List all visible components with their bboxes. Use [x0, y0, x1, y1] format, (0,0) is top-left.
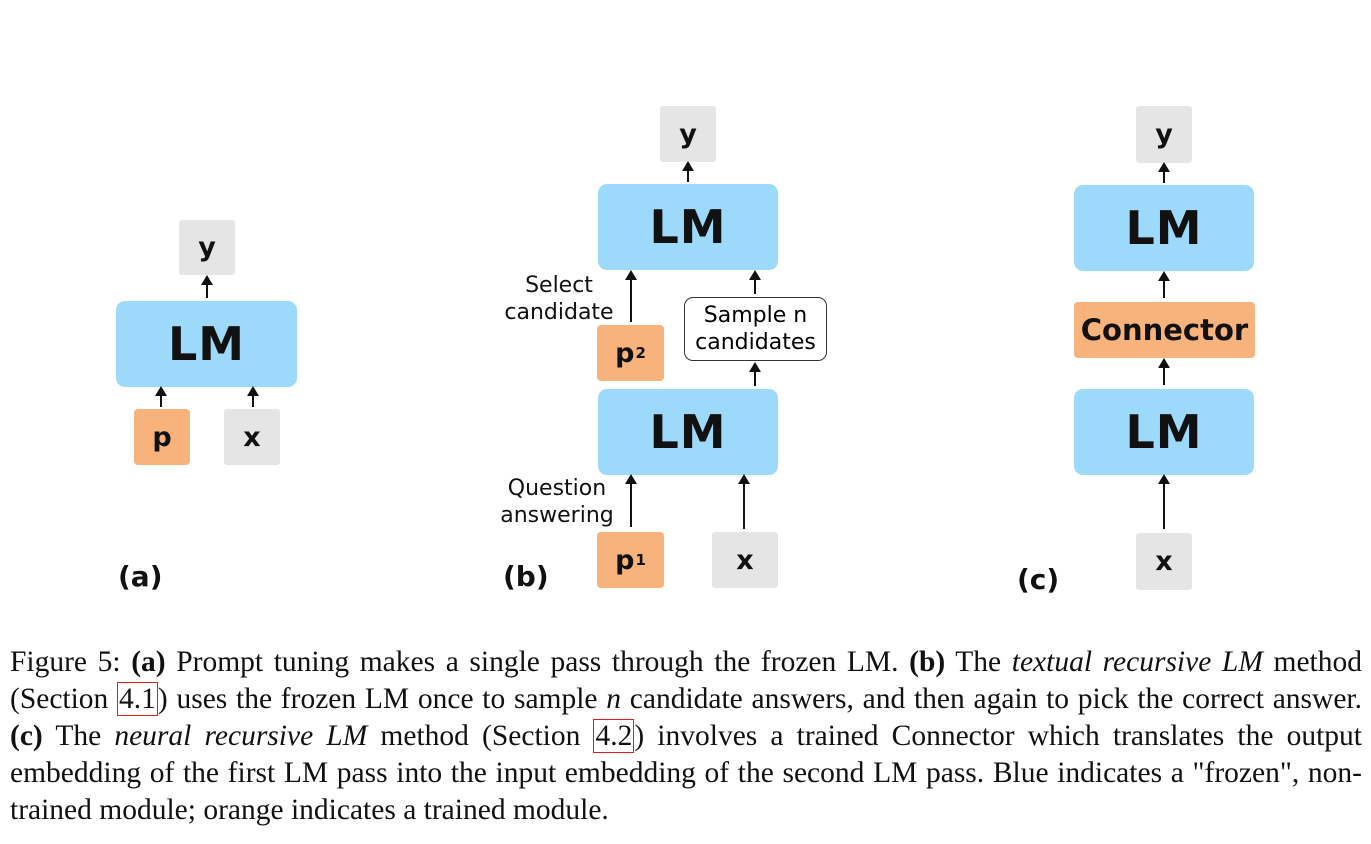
panel-b-arrow-x-to-lm	[738, 474, 750, 529]
panel-c-input-x: x	[1136, 533, 1192, 590]
panel-b-sample-candidates-box: Sample n candidates	[684, 297, 827, 361]
figure-diagram: y LM p x (a) y LM Select candidate Sampl…	[116, 106, 1255, 596]
p2-subscript: 2	[635, 344, 646, 362]
panel-b-arrow-lm-to-y	[682, 161, 694, 182]
panel-b-arrow-p1-to-lm	[625, 474, 637, 527]
panel-c-lm-bottom-box: LM	[1074, 389, 1254, 475]
panel-a-arrow-lm-to-y	[201, 275, 213, 298]
caption-b-text3: ) uses the frozen LM once to sample	[157, 683, 607, 715]
caption-c-italic: neural recursive LM	[114, 720, 368, 752]
panel-c-arrow-lm-to-y	[1158, 162, 1170, 183]
panel-c-lm-top-box: LM	[1074, 185, 1254, 271]
panel-a-prompt-p: p	[134, 409, 190, 465]
panel-a-label: (a)	[118, 560, 163, 593]
caption-prefix: Figure 5:	[10, 646, 132, 678]
caption-b-italic: textual recursive LM	[1011, 646, 1263, 678]
p1-subscript: 1	[635, 551, 646, 569]
caption-b-text2: method (Section	[10, 646, 1363, 715]
caption-b-text1: The	[945, 646, 1012, 678]
panel-b-arrow-lm-to-sample	[749, 362, 761, 386]
caption-c-text1: The	[42, 720, 115, 752]
caption-n-variable: n	[606, 683, 622, 715]
panel-b-select-candidate-label: Select candidate	[500, 272, 618, 326]
caption-c-tag: (c)	[10, 720, 43, 752]
section-ref-link-4-2[interactable]: 4.2	[593, 719, 635, 753]
panel-c-arrow-connector-to-lm	[1158, 271, 1170, 298]
panel-a-output-y: y	[179, 220, 235, 275]
panel-a-input-x: x	[224, 409, 280, 465]
panel-b-lm-bottom-box: LM	[598, 389, 778, 475]
caption-a-tag: (a)	[131, 646, 166, 678]
p2-main: p	[615, 337, 635, 369]
panel-b-arrow-sample-to-lm	[749, 270, 761, 294]
caption-a-text: Prompt tuning makes a single pass throug…	[165, 646, 910, 678]
sample-line-1: Sample n	[703, 303, 808, 328]
figure-caption: Figure 5: (a) Prompt tuning makes a sing…	[10, 644, 1362, 829]
panel-b-label: (b)	[503, 560, 549, 593]
caption-c-text3: ) involves a trained Connector which tra…	[10, 720, 1362, 826]
panel-a-arrow-p-to-lm	[155, 386, 167, 407]
panel-a-lm-box: LM	[116, 301, 297, 387]
p1-main: p	[615, 544, 635, 576]
panel-b-question-answering-label: Question answering	[496, 475, 618, 529]
question-line-1: Question	[507, 476, 607, 501]
caption-b-text4: candidate answers, and then again to pic…	[621, 683, 1362, 715]
panel-c-output-y: y	[1136, 106, 1192, 163]
panel-c-connector-box: Connector	[1074, 302, 1255, 358]
section-ref-link-4-1[interactable]: 4.1	[117, 682, 158, 716]
sample-line-2: candidates	[695, 330, 816, 355]
panel-a-arrow-x-to-lm	[247, 386, 259, 407]
panel-b-input-x: x	[712, 532, 778, 588]
question-line-2: answering	[500, 503, 614, 528]
panel-b-output-y: y	[660, 106, 716, 162]
select-line-2: candidate	[504, 300, 614, 325]
caption-c-text2: method (Section	[367, 720, 594, 752]
select-line-1: Select	[525, 273, 593, 298]
panel-c-arrow-lm-to-connector	[1158, 358, 1170, 385]
caption-b-tag: (b)	[909, 646, 946, 678]
panel-c-arrow-x-to-lm	[1158, 474, 1170, 529]
panel-c-label: (c)	[1017, 563, 1060, 596]
panel-b-lm-top-box: LM	[598, 184, 778, 270]
panel-b-arrow-p2-to-lm	[625, 270, 637, 322]
